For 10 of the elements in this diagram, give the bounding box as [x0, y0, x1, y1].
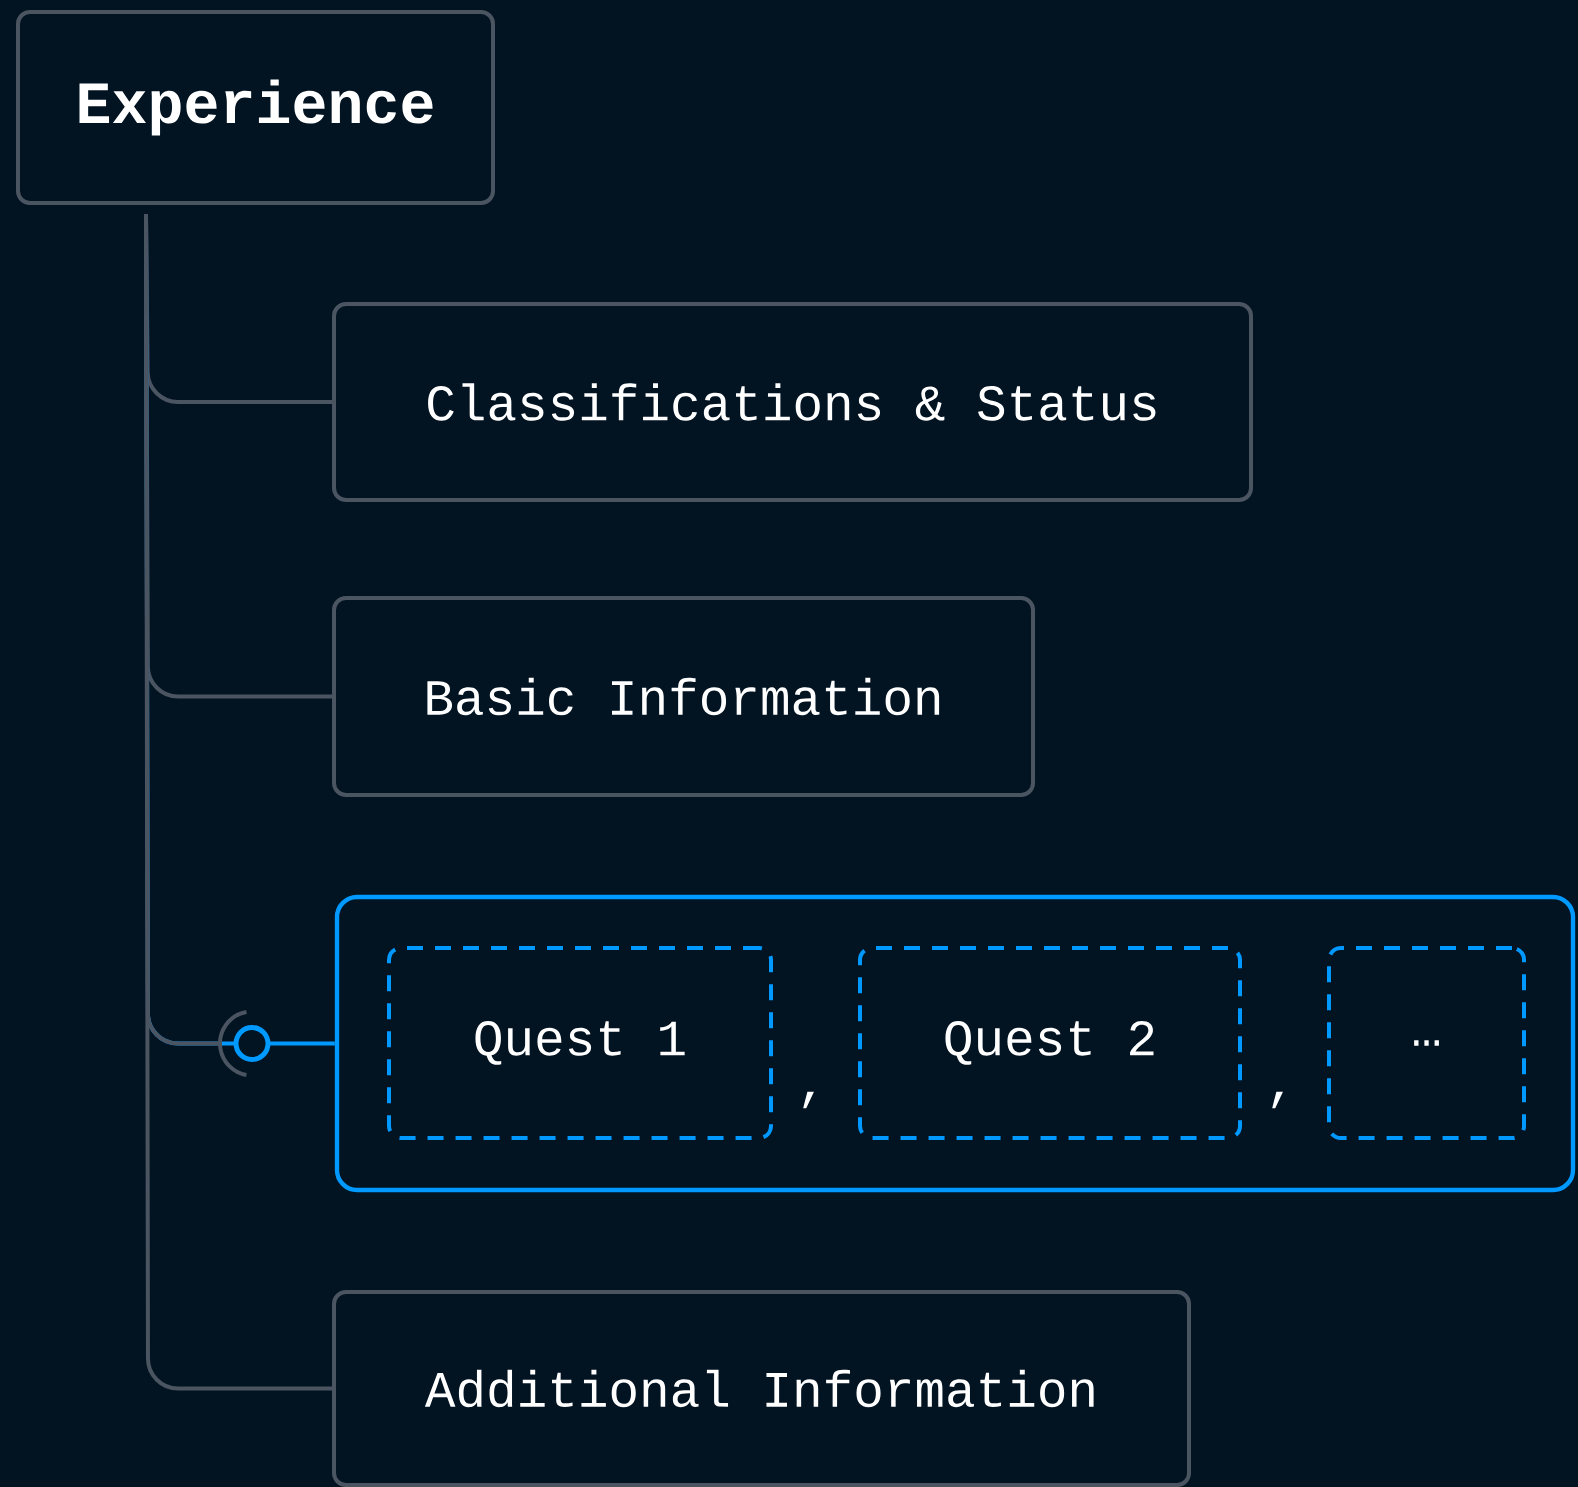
dashed-box: Quest 1	[387, 946, 773, 1140]
comma-text: ,	[1272, 1091, 1283, 1109]
dashed-box: …	[1327, 946, 1526, 1140]
process-box: Additional Information	[332, 1290, 1191, 1487]
process-box: Experience	[16, 10, 495, 205]
process-box: Classifications & Status	[332, 302, 1253, 502]
connector	[144, 214, 332, 1391]
dashed-box: Quest 2	[858, 946, 1242, 1140]
process-box: Basic Information	[332, 596, 1035, 797]
comma-text: ,	[803, 1091, 814, 1109]
